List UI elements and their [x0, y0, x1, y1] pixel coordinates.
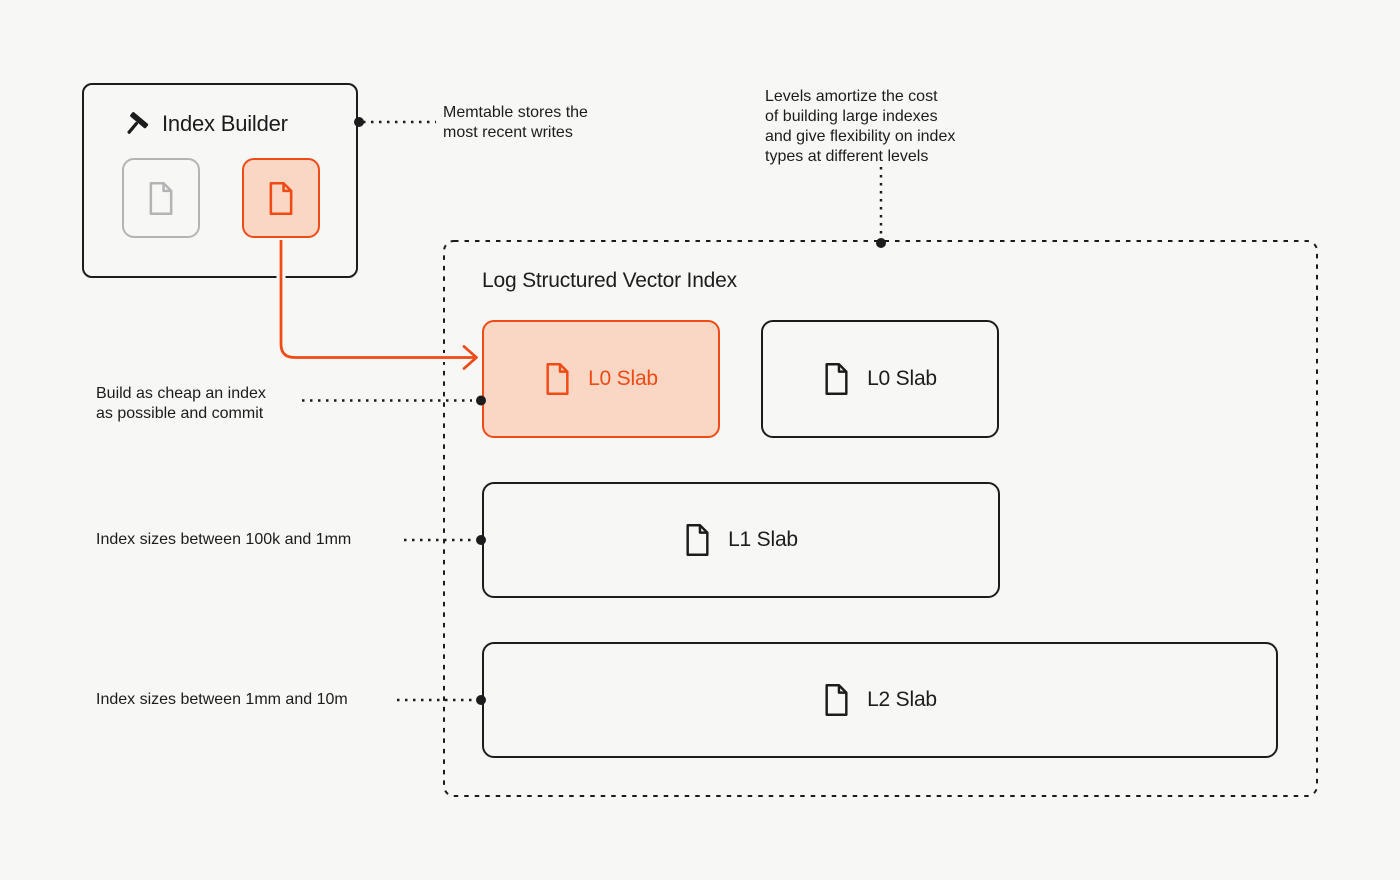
- slab-l0: L0 Slab: [761, 320, 999, 438]
- index-builder-title: Index Builder: [162, 111, 288, 136]
- commit-arrow-head: [462, 345, 478, 370]
- note-build-cheap: Build as cheap an index as possible and …: [96, 385, 266, 422]
- memtable-file-tile-active: [242, 158, 320, 238]
- slab-label: L0 Slab: [867, 367, 937, 390]
- slab-l0-active: L0 Slab: [482, 320, 720, 438]
- index-builder-box: Index Builder: [82, 83, 358, 278]
- file-icon: [825, 363, 848, 395]
- file-icon: [149, 181, 173, 215]
- note-memtable: Memtable stores the most recent writes: [443, 104, 588, 141]
- file-icon: [825, 684, 848, 716]
- file-icon: [546, 363, 569, 395]
- slab-label: L1 Slab: [728, 528, 798, 551]
- note-l1-size: Index sizes between 100k and 1mm: [96, 531, 352, 548]
- memtable-tiles: [122, 158, 320, 238]
- note-l2-size: Index sizes between 1mm and 10m: [96, 691, 348, 708]
- note-levels: Levels amortize the cost of building lar…: [765, 88, 956, 165]
- slab-label: L2 Slab: [867, 688, 937, 711]
- file-icon: [686, 524, 709, 556]
- slab-label: L0 Slab: [588, 367, 658, 390]
- hammer-icon: [127, 111, 149, 134]
- lsvi-title: Log Structured Vector Index: [482, 269, 737, 292]
- levels-connector-dot: [876, 238, 886, 248]
- memtable-file-tile-inactive: [122, 158, 200, 238]
- file-icon: [269, 181, 293, 215]
- slab-l1: L1 Slab: [482, 482, 1000, 598]
- slab-l2: L2 Slab: [482, 642, 1278, 758]
- index-builder-header: Index Builder: [122, 109, 288, 139]
